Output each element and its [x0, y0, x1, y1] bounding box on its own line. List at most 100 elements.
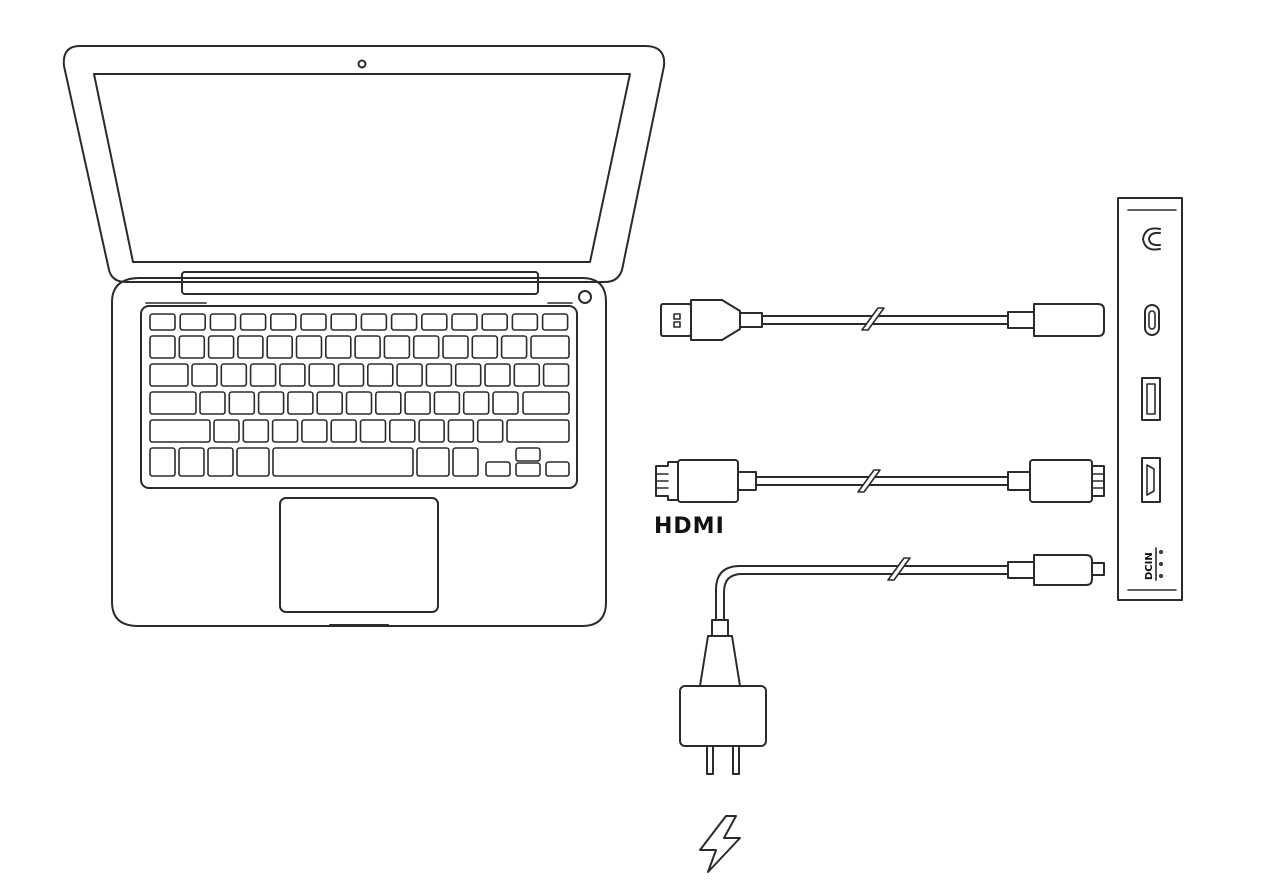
usb-a-plug — [660, 303, 692, 337]
hdmi-port — [1141, 457, 1161, 503]
keyboard-key — [236, 447, 270, 477]
keyboard-key — [442, 335, 469, 359]
keyboard-key — [149, 391, 197, 415]
keyboard-key — [506, 419, 570, 443]
keyboard-key — [149, 313, 176, 331]
cable-line — [715, 565, 1009, 621]
display-port-inner — [1146, 383, 1156, 415]
keyboard-key — [213, 419, 240, 443]
headphone-jack-icon — [1142, 227, 1161, 251]
hdmi-plug-housing-right — [1029, 459, 1093, 503]
keyboard-key — [433, 391, 461, 415]
keyboard-key — [228, 391, 256, 415]
dc-plug — [1033, 554, 1093, 586]
keyboard-key — [471, 335, 499, 359]
keyboard-key — [451, 313, 478, 331]
keyboard-key — [209, 313, 237, 331]
hdmi-cable: HDMI — [654, 459, 1105, 539]
keyboard-key — [515, 462, 541, 477]
keyboard-key — [513, 363, 541, 387]
keyboard-key — [360, 313, 388, 331]
keyboard-key — [484, 363, 511, 387]
keyboard-key — [425, 363, 453, 387]
keyboard-key — [354, 335, 381, 359]
laptop-base — [111, 277, 607, 627]
keyboard-key — [300, 313, 327, 331]
keyboard-key — [515, 447, 541, 462]
laptop — [62, 45, 666, 627]
dc-in-port: DCIN — [1144, 547, 1164, 581]
hdmi-plug-right — [1091, 465, 1105, 497]
laptop-lid — [62, 45, 666, 283]
keyboard-key — [404, 391, 431, 415]
keyboard-key — [511, 313, 539, 331]
keyboard-key — [279, 363, 306, 387]
keyboard-key — [420, 313, 448, 331]
cable-break — [887, 557, 911, 581]
keyboard-key — [447, 419, 475, 443]
keyboard-key — [237, 335, 264, 359]
cable-break — [861, 307, 885, 331]
keyboard-key — [396, 363, 423, 387]
keyboard-key — [522, 391, 570, 415]
device-port-panel: DCIN — [1117, 197, 1183, 601]
keyboard-key — [149, 335, 176, 359]
keyboard-key — [178, 335, 206, 359]
laptop-screen — [93, 73, 631, 263]
dc-in-dot — [1159, 561, 1164, 566]
keyboard-key — [266, 335, 294, 359]
keyboard-key — [337, 363, 365, 387]
keyboard-key — [269, 313, 297, 331]
dc-tip — [1091, 562, 1105, 576]
keyboard-key — [308, 363, 336, 387]
keyboard-key — [324, 335, 352, 359]
keyboard-key — [530, 335, 570, 359]
keyboard-key — [295, 335, 323, 359]
keyboard-key — [207, 447, 234, 477]
usb-a-housing — [690, 299, 741, 341]
keyboard — [140, 305, 578, 489]
hdmi-plug-lines — [655, 473, 669, 489]
display-port — [1141, 377, 1161, 421]
keyboard-key — [416, 447, 450, 477]
power-cable — [679, 554, 1105, 873]
hdmi-plug-housing-left — [677, 459, 739, 503]
keyboard-key — [239, 313, 267, 331]
keyboard-key — [374, 391, 402, 415]
keyboard-key — [149, 447, 176, 477]
power-adapter — [679, 685, 767, 747]
keyboard-key — [178, 447, 205, 477]
keyboard-key — [242, 419, 270, 443]
usb-c-strain-relief — [1007, 311, 1035, 329]
hdmi-strain-relief-left — [737, 471, 757, 491]
keyboard-key — [179, 313, 206, 331]
keyboard-key — [271, 419, 299, 443]
dc-in-dot — [1159, 573, 1164, 578]
usb-c-plug — [1033, 303, 1105, 337]
keyboard-key — [542, 363, 570, 387]
keyboard-key — [149, 419, 211, 443]
adapter-prong — [706, 745, 714, 775]
keyboard-key — [452, 447, 479, 477]
keyboard-key — [500, 335, 528, 359]
lightning-bolt-icon — [699, 815, 741, 873]
cable-break — [857, 469, 881, 493]
keyboard-key — [481, 313, 509, 331]
keyboard-key — [418, 419, 445, 443]
hdmi-port-inner — [1146, 464, 1155, 496]
keyboard-key — [249, 363, 277, 387]
panel-outline — [1117, 197, 1183, 601]
keyboard-key — [272, 447, 414, 477]
keyboard-key — [412, 335, 440, 359]
usb-c-cable — [660, 299, 1105, 341]
keyboard-key — [199, 391, 226, 415]
adapter-prong — [732, 745, 740, 775]
hinge-bar — [181, 271, 539, 295]
keyboard-key — [316, 391, 344, 415]
trackpad — [279, 497, 439, 613]
keyboard-key — [462, 391, 490, 415]
keyboard-key — [454, 363, 482, 387]
dc-strain-relief — [1007, 561, 1035, 579]
usb-a-contact — [673, 313, 681, 320]
